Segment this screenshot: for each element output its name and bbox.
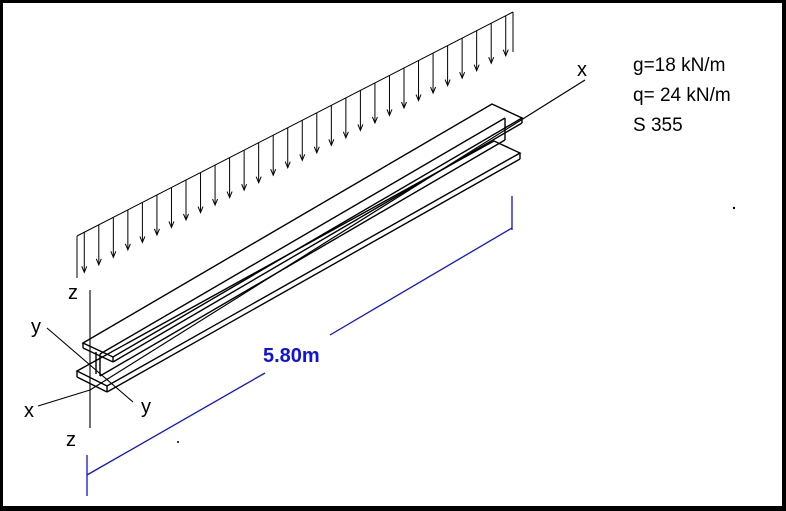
dimension-line-lower xyxy=(86,372,266,476)
load-arrow xyxy=(226,157,233,199)
web-face-lower xyxy=(99,139,506,377)
load-arrow xyxy=(313,112,320,155)
stray-dot xyxy=(177,441,179,443)
y-axis-line xyxy=(46,327,134,403)
z-axis-label-lower: z xyxy=(66,429,76,451)
stray-dot xyxy=(732,206,736,210)
load-arrow xyxy=(95,224,102,267)
web-face-upper xyxy=(99,117,506,355)
load-arrow xyxy=(124,209,131,252)
load-arrow xyxy=(371,82,378,125)
x-axis-tail-line xyxy=(37,389,91,407)
x-axis-label-left: x xyxy=(24,400,34,422)
top-flange-front-bottom xyxy=(82,347,114,363)
load-arrow xyxy=(357,90,364,132)
span-length-label: 5.80m xyxy=(263,345,320,367)
section-axes xyxy=(37,290,134,428)
span-dimension xyxy=(86,196,513,496)
load-arrow xyxy=(502,15,509,58)
distributed-load xyxy=(76,11,514,278)
load-arrow xyxy=(401,68,407,110)
load-arrow xyxy=(488,23,495,65)
load-arrow xyxy=(342,97,349,140)
i-beam xyxy=(75,103,524,393)
load-arrow xyxy=(81,232,88,274)
x-axis-line xyxy=(89,79,586,391)
load-arrow xyxy=(284,127,291,170)
y-axis-label-upper: y xyxy=(31,316,41,338)
load-arrow xyxy=(430,53,437,95)
load-arrow xyxy=(255,142,262,184)
load-arrow xyxy=(168,187,175,229)
load-arrow xyxy=(299,120,306,162)
bottom-flange-underside xyxy=(106,158,521,393)
dimension-line-upper xyxy=(329,227,513,336)
load-arrow xyxy=(153,194,160,237)
load-arrow xyxy=(386,75,393,117)
dead-load-label: g=18 kN/m xyxy=(633,55,725,76)
load-arrow xyxy=(270,135,277,177)
load-arrow xyxy=(328,105,335,147)
load-arrow xyxy=(459,38,466,80)
load-arrow xyxy=(197,172,204,214)
load-arrow xyxy=(110,217,117,259)
x-axis-label-right: x xyxy=(577,59,587,81)
load-arrow xyxy=(139,202,146,244)
load-arrow xyxy=(212,165,219,207)
load-arrow xyxy=(444,45,451,87)
y-axis-label-lower: y xyxy=(141,396,151,418)
load-top-line xyxy=(76,11,514,237)
load-arrow xyxy=(415,60,422,102)
z-axis-label-upper: z xyxy=(68,282,78,304)
load-arrow xyxy=(473,30,480,72)
bottom-flange-front-bottom xyxy=(76,376,108,393)
load-arrow xyxy=(183,180,189,222)
load-arrows xyxy=(81,15,509,274)
live-load-label: q= 24 kN/m xyxy=(633,85,731,106)
load-arrow xyxy=(241,150,248,192)
steel-grade-label: S 355 xyxy=(633,115,683,136)
